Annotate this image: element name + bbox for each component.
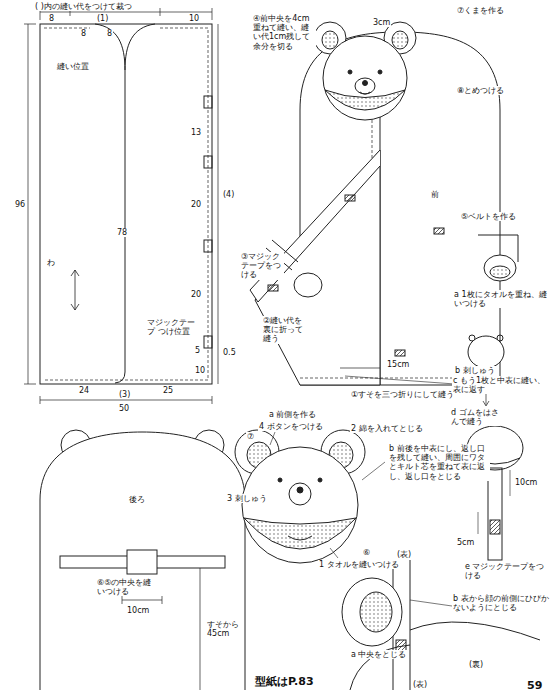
- part-label: (表): [412, 680, 428, 689]
- instruction-note: 4 ボタンをつける: [258, 422, 324, 431]
- instruction-note: ⑤ベルトを作る: [460, 212, 517, 221]
- instruction-note: a 1枚にタオルを重ね、縫いつける: [453, 290, 550, 308]
- instruction-note: a 前側を作る: [268, 410, 317, 419]
- dimension-label: 0.5: [222, 348, 237, 357]
- dimension-label: 78: [116, 228, 128, 237]
- instruction-note: ⑦くまを作る: [456, 6, 505, 15]
- dimension-label: 10: [194, 366, 206, 375]
- instruction-note: ⑥⑤の中央を縫いつける: [96, 578, 154, 596]
- instruction-note: b 刺しゅう: [454, 366, 496, 375]
- instruction-note: すそから45cm: [206, 620, 242, 638]
- part-label: 後ろ: [128, 495, 146, 504]
- dimension-label: 96: [14, 200, 26, 209]
- instruction-note: 3 刺しゅう: [226, 494, 268, 503]
- dimension-label: 20: [190, 200, 202, 209]
- dimension-label: 5cm: [456, 538, 475, 547]
- dimension-label: 25: [162, 386, 174, 395]
- part-label: マジックテープ つけ位置: [146, 318, 198, 336]
- dimension-label: 5: [194, 346, 201, 355]
- dimension-label: 13: [190, 128, 202, 137]
- dimension-label: (4): [222, 190, 235, 199]
- instruction-note: ④前中央を4cm重ねて縫い、縫い代1cm残して余分を切る: [252, 14, 316, 51]
- instruction-note: b 前後を中表にし、返し口を残して縫い、周囲にワタとキルト芯を重ねて表に返し、返…: [388, 444, 490, 481]
- dimension-label: 8: [106, 29, 113, 38]
- part-label: (表): [396, 550, 412, 559]
- page-caption: 型紙はP.83: [254, 676, 315, 689]
- dimension-label: 3cm: [372, 18, 391, 27]
- part-label: (裏): [468, 660, 484, 669]
- dimension-label: 10: [188, 14, 200, 23]
- instruction-note: ①すそを三つ折りにして縫う: [350, 390, 455, 399]
- fold-mark: わ: [46, 258, 56, 267]
- dimension-label: 50: [118, 404, 130, 413]
- instruction-note: 1 タオルを縫いつける: [318, 560, 400, 569]
- instruction-note: c もう1枚と中表に縫い、表に返す: [452, 376, 550, 394]
- dimension-label: 24: [78, 386, 90, 395]
- instruction-note: ⑧とめつける: [456, 86, 505, 95]
- part-label: 前: [430, 190, 440, 199]
- instruction-note: d ゴムをはさんで縫う: [450, 408, 500, 426]
- part-label: 縫い位置: [56, 62, 90, 71]
- instruction-note: b 表から顔の前側にひびかないようにとじる: [452, 594, 550, 612]
- callout-number: ⑥: [362, 548, 371, 557]
- instruction-note: ③マジックテープをつける: [240, 252, 284, 280]
- dimension-label: (1): [96, 14, 109, 23]
- instruction-note: 2 綿を入れてとじる: [350, 424, 424, 433]
- dimension-label: (3): [118, 390, 131, 399]
- dimension-label: 10cm: [126, 606, 150, 615]
- instruction-note: ②縫い代を裏に折って縫う: [262, 316, 310, 344]
- instruction-note: a 中央をとじる: [350, 650, 407, 659]
- dimension-label: 10cm: [514, 478, 538, 487]
- dimension-label: 8: [80, 29, 87, 38]
- page-number: 59: [526, 680, 543, 693]
- dimension-label: 20: [190, 290, 202, 299]
- callout-number: ⑦: [246, 432, 255, 441]
- note-text: ( )内の縫い代をつけて裁つ: [34, 2, 133, 11]
- instruction-note: e マジックテープをつける: [464, 562, 550, 580]
- dimension-label: 8: [48, 14, 55, 23]
- dimension-label: 15cm: [386, 360, 410, 369]
